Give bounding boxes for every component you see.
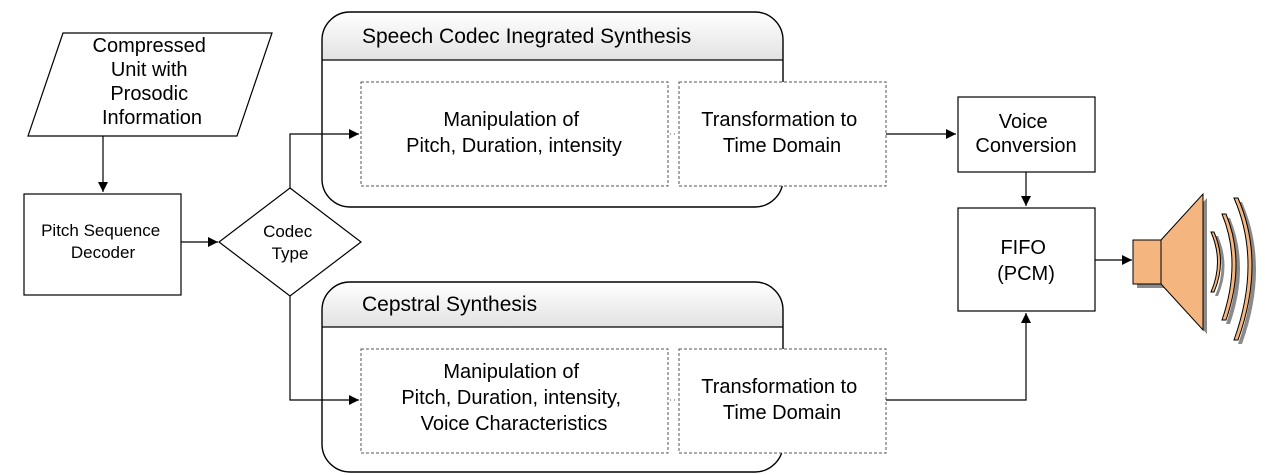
speech-manipulation-box: Manipulation of Pitch, Duration, intensi…: [360, 81, 669, 187]
speech-codec-title: Speech Codec Inegrated Synthesis: [362, 25, 691, 48]
svg-text:Codec Type: Codec Type: [263, 222, 317, 263]
fifo-line-1: FIFO: [1000, 237, 1046, 259]
codec-type-decision: Codec Type: [218, 187, 362, 297]
svg-text:Transformation to Time: Transformation to Time Domain: [701, 109, 863, 157]
speaker-body: [1132, 239, 1162, 285]
sound-wave-large: [1233, 197, 1253, 341]
compressed-unit-line-4: Information: [102, 107, 202, 129]
sound-wave-small: [1210, 231, 1221, 293]
connectors: [98, 129, 1132, 405]
arrow-cepstral-to-fifo: [886, 313, 1031, 401]
speech-codec-panel: Speech Codec Inegrated Synthesis Manipul…: [321, 11, 887, 208]
speech-transformation-box: Transformation to Time Domain: [678, 81, 887, 187]
speech-transformation-line-2: Time Domain: [723, 135, 841, 157]
svg-text:Manipulation of Pitch,: Manipulation of Pitch, Duration, intensi…: [406, 109, 622, 157]
speech-manipulation-line-2: Pitch, Duration, intensity: [406, 135, 622, 157]
arrow-codec-to-cepstral: [289, 296, 359, 405]
compressed-unit-node: Compressed Unit with Prosodic Informatio…: [27, 32, 273, 137]
sound-wave-medium: [1221, 213, 1237, 321]
pitch-decoder-node: Pitch Sequence Decoder: [23, 193, 182, 296]
codec-type-line-2: Type: [272, 244, 309, 263]
compressed-unit-line-1: Compressed: [93, 35, 206, 57]
compressed-unit-line-2: Unit with: [111, 59, 188, 81]
pitch-decoder-line-1: Pitch Sequence: [41, 221, 160, 240]
svg-text:Transformation to Time: Transformation to Time Domain: [701, 376, 863, 424]
cepstral-transformation-line-1: Transformation to: [701, 376, 857, 398]
voice-conversion-line-1: Voice: [999, 111, 1048, 133]
fifo-line-2: (PCM): [997, 263, 1055, 285]
pitch-decoder-line-2: Decoder: [71, 243, 136, 262]
cepstral-title: Cepstral Synthesis: [362, 293, 537, 316]
svg-text:FIFO (PCM): FIFO (PCM): [997, 237, 1055, 285]
codec-type-line-1: Codec: [263, 222, 313, 241]
svg-text:Manipulation of Pitch,: Manipulation of Pitch, Duration, intensi…: [401, 361, 626, 435]
svg-text:Compressed Unit with: Compressed Unit with Prosodic Informatio…: [93, 35, 212, 129]
voice-conversion-node: Voice Conversion: [957, 96, 1096, 173]
compressed-unit-line-3: Prosodic: [110, 83, 188, 105]
speaker-cone: [1160, 192, 1204, 332]
fifo-node: FIFO (PCM): [957, 207, 1096, 312]
speech-manipulation-line-1: Manipulation of: [443, 109, 579, 131]
cepstral-manipulation-line-3: Voice Characteristics: [421, 413, 608, 435]
speaker-icon: [1132, 192, 1256, 344]
cepstral-panel: Cepstral Synthesis Manipulation of Pitch…: [321, 281, 887, 473]
cepstral-manipulation-line-2: Pitch, Duration, intensity,: [401, 387, 621, 409]
cepstral-transformation-line-2: Time Domain: [723, 402, 841, 424]
arrow-codec-to-speech: [289, 129, 359, 188]
cepstral-manipulation-line-1: Manipulation of: [443, 361, 579, 383]
cepstral-manipulation-box: Manipulation of Pitch, Duration, intensi…: [360, 348, 669, 454]
svg-text:Voice Conversion: Voice Conversion: [975, 111, 1076, 157]
speech-transformation-line-1: Transformation to: [701, 109, 857, 131]
voice-conversion-line-2: Conversion: [975, 135, 1076, 157]
svg-text:Pitch Sequence Decoder: Pitch Sequence Decoder: [41, 221, 165, 262]
cepstral-transformation-box: Transformation to Time Domain: [678, 348, 887, 454]
